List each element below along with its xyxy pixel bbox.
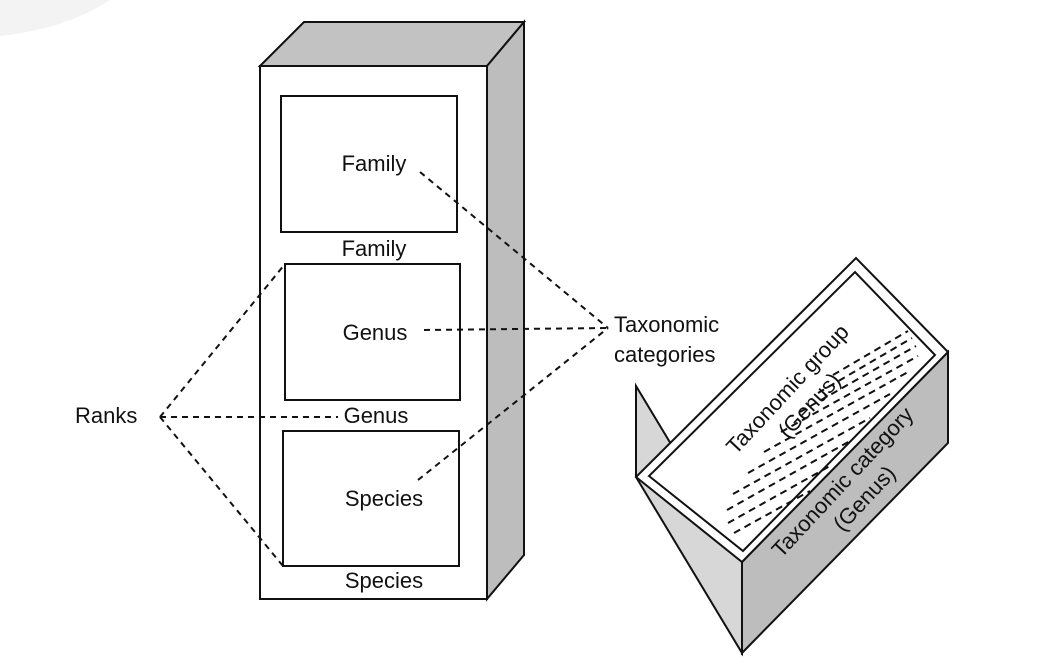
- taxonomic-categories-line-1: Taxonomic: [614, 312, 719, 337]
- connector-lines: [159, 171, 609, 567]
- hatch-line-7: [732, 417, 871, 495]
- tilted-block: [634, 256, 950, 657]
- tall-box: [257, 19, 527, 602]
- block-top-inner-border: [647, 270, 937, 553]
- family-box-label: Family: [342, 151, 407, 176]
- family-to-categories-line: [419, 171, 609, 329]
- hatch-line-10: [733, 490, 811, 534]
- species-to-categories-line: [417, 327, 609, 481]
- hatch-line-5: [763, 371, 909, 453]
- hatch-line-4: [780, 355, 919, 433]
- species-box-label: Species: [345, 486, 423, 511]
- corner-decoration: [0, 0, 110, 36]
- hatch-line-3: [799, 345, 917, 413]
- genus-box-label: Genus: [343, 320, 408, 345]
- genus-to-categories-line: [423, 327, 609, 331]
- hatch-line-2: [817, 337, 913, 394]
- tall-box-top-face: [257, 21, 527, 67]
- hatch-line-1: [832, 330, 909, 376]
- family-box: [280, 95, 458, 233]
- ranks-label: Ranks: [75, 403, 137, 428]
- species-box: [282, 430, 460, 567]
- hatch-line-6: [747, 393, 891, 474]
- genus-box: [284, 263, 461, 401]
- genus-rank-label: Genus: [344, 403, 409, 428]
- block-hatch-lines: [726, 330, 919, 534]
- tall-box-side-face: [486, 19, 525, 602]
- taxonomic-categories-label: Taxonomic categories: [614, 312, 725, 367]
- hatch-line-9: [727, 465, 831, 524]
- block-top-face: [634, 256, 950, 564]
- family-rank-label: Family: [342, 236, 407, 261]
- taxonomic-categories-line-2: categories: [614, 342, 716, 367]
- species-rank-label: Species: [345, 568, 423, 593]
